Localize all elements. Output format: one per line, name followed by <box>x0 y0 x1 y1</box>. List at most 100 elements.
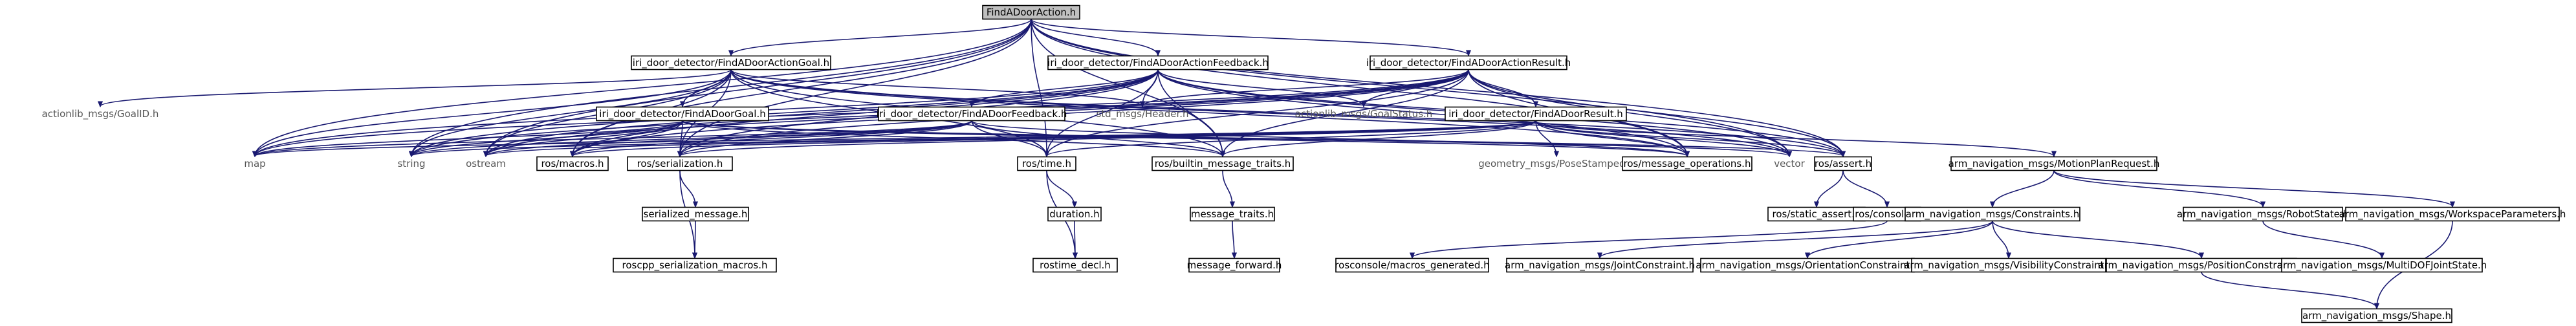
edge-root-to-mops <box>1031 19 1687 157</box>
edge-mpr-to-wsp <box>2053 169 2452 207</box>
edge-root-to-afb <box>1031 19 1158 56</box>
node-label: iri_door_detector/FindADoorResult.h <box>1448 108 1623 120</box>
node-label: arm_navigation_msgs/JointConstraint.h <box>1505 259 1695 272</box>
node-label: string <box>397 158 425 169</box>
node-label: rosconsole/macros_generated.h <box>1335 259 1489 272</box>
node-duration[interactable]: duration.h <box>1047 206 1102 222</box>
node-goal[interactable]: iri_door_detector/FindADoorActionGoal.h <box>631 55 831 71</box>
edge-fdg-to-map <box>255 120 683 157</box>
node-label: ros/static_assert.h <box>1773 208 1861 221</box>
edge-fdres-to-pose <box>1535 120 1556 157</box>
node-ostream: ostream <box>466 158 506 169</box>
node-mpr[interactable]: arm_navigation_msgs/MotionPlanRequest.h <box>1948 156 2160 171</box>
node-label: std_msgs/Header.h <box>1096 108 1188 120</box>
edge-root-to-goal <box>731 19 1032 56</box>
node-label: map <box>244 158 265 169</box>
edge-ares-to-rtime <box>1047 69 1469 157</box>
node-box <box>1017 156 1076 171</box>
node-rconsole[interactable]: ros/console.h <box>1853 206 1921 222</box>
node-label: ros/builtin_message_traits.h <box>1155 158 1291 170</box>
edge-root-to-bmt <box>1031 19 1223 157</box>
edge-afb-to-mops <box>1157 69 1687 157</box>
node-mops[interactable]: ros/message_operations.h <box>1622 156 1752 171</box>
node-box <box>1506 257 1694 273</box>
node-ser[interactable]: ros/serialization.h <box>627 156 733 171</box>
node-box <box>631 55 831 71</box>
edge-rstate-to-mdof <box>2262 221 2382 258</box>
node-box <box>2345 206 2560 222</box>
edge-fdres-to-rassert <box>1535 120 1843 157</box>
node-box <box>596 106 769 122</box>
node-box <box>1047 206 1102 222</box>
edge-fdg-to-string <box>411 120 683 157</box>
node-sassert[interactable]: ros/static_assert.h <box>1767 206 1866 222</box>
node-label: iri_door_detector/FindADoorActionFeedbac… <box>1047 57 1269 69</box>
node-label: iri_door_detector/FindADoorGoal.h <box>599 108 765 120</box>
node-root[interactable]: FindADoorAction.h <box>982 5 1080 20</box>
edge-ares-to-rassert <box>1468 69 1843 157</box>
node-sermsg[interactable]: serialized_message.h <box>642 206 749 222</box>
node-rcmg[interactable]: rosconsole/macros_generated.h <box>1335 257 1490 273</box>
node-jc[interactable]: arm_navigation_msgs/JointConstraint.h <box>1505 257 1695 273</box>
node-bmt[interactable]: ros/builtin_message_traits.h <box>1152 156 1294 171</box>
edge-goal-to-map <box>255 69 732 157</box>
node-vector: vector <box>1774 158 1805 169</box>
node-label: actionlib_msgs/GoalID.h <box>42 108 159 120</box>
edge-rtime-to-duration <box>1046 170 1075 207</box>
edge-ares-to-vector <box>1468 69 1789 157</box>
node-macros[interactable]: ros/macros.h <box>536 156 609 171</box>
edge-fdres-to-mops <box>1535 120 1687 157</box>
node-ares[interactable]: iri_door_detector/FindADoorActionResult.… <box>1366 55 1571 71</box>
node-label: iri_door_detector/FindADoorActionResult.… <box>1366 57 1571 69</box>
edge-goal-to-goalid <box>100 69 732 107</box>
edge-cons-to-vc <box>1992 221 2009 258</box>
node-string: string <box>397 158 425 169</box>
node-label: arm_navigation_msgs/MultiDOFJointState.h <box>2277 259 2487 272</box>
edge-fdg-to-ostream <box>486 120 683 157</box>
node-fdfb[interactable]: iri_door_detector/FindADoorFeedback.h <box>877 106 1067 122</box>
edge-afb-to-gstat <box>1157 69 1364 107</box>
node-box <box>2301 308 2452 323</box>
node-fdg[interactable]: iri_door_detector/FindADoorGoal.h <box>596 106 769 122</box>
edge-bmt-to-mtraits <box>1222 170 1232 207</box>
node-gstat: actionlib_msgs/GoalStatus.h <box>1295 108 1433 120</box>
edge-root-to-ares <box>1031 18 1468 56</box>
node-label: actionlib_msgs/GoalStatus.h <box>1295 108 1433 120</box>
node-box <box>1814 156 1872 171</box>
node-label: FindADoorAction.h <box>987 6 1076 18</box>
node-box <box>1047 55 1269 71</box>
node-rassert[interactable]: ros/assert.h <box>1814 156 1872 171</box>
node-label: arm_navigation_msgs/RobotState.h <box>2177 208 2349 221</box>
edge-cons-to-oc <box>1807 221 1993 258</box>
node-label: arm_navigation_msgs/Constraints.h <box>1906 208 2080 221</box>
node-oc[interactable]: arm_navigation_msgs/OrientationConstrain… <box>1696 257 1919 273</box>
node-rsm[interactable]: roscpp_serialization_macros.h <box>613 257 777 273</box>
node-vc[interactable]: arm_navigation_msgs/VisibilityConstraint… <box>1904 257 2113 273</box>
node-rstate[interactable]: arm_navigation_msgs/RobotState.h <box>2177 206 2349 222</box>
node-afb[interactable]: iri_door_detector/FindADoorActionFeedbac… <box>1047 55 1269 71</box>
node-label: arm_navigation_msgs/WorkspaceParameters.… <box>2339 208 2566 221</box>
node-box <box>1370 55 1567 71</box>
node-label: arm_navigation_msgs/Shape.h <box>2302 310 2451 322</box>
node-wsp[interactable]: arm_navigation_msgs/WorkspaceParameters.… <box>2339 206 2566 222</box>
edges <box>100 18 2452 309</box>
node-mdof[interactable]: arm_navigation_msgs/MultiDOFJointState.h <box>2277 257 2487 273</box>
edge-rassert-to-sassert <box>1817 170 1844 207</box>
node-fdres[interactable]: iri_door_detector/FindADoorResult.h <box>1445 106 1627 122</box>
node-label: ros/message_operations.h <box>1624 158 1751 170</box>
node-shape[interactable]: arm_navigation_msgs/Shape.h <box>2301 308 2452 323</box>
node-box <box>642 206 749 222</box>
edge-fdfb-to-ser <box>680 120 972 157</box>
node-rtd[interactable]: rostime_decl.h <box>1032 257 1118 273</box>
node-pc[interactable]: arm_navigation_msgs/PositionConstraint.h <box>2098 257 2305 273</box>
node-cons[interactable]: arm_navigation_msgs/Constraints.h <box>1905 206 2080 222</box>
node-mtraits[interactable]: message_traits.h <box>1190 206 1275 222</box>
node-pose: geometry_msgs/PoseStamped.h <box>1478 158 1635 170</box>
node-rtime[interactable]: ros/time.h <box>1017 156 1076 171</box>
node-box <box>1622 156 1752 171</box>
node-box <box>1188 257 1280 273</box>
node-hdr: std_msgs/Header.h <box>1096 108 1188 120</box>
edge-pc-to-shape <box>2201 272 2377 309</box>
node-mfwd[interactable]: message_forward.h <box>1187 257 1282 273</box>
node-label: ros/time.h <box>1022 158 1071 169</box>
